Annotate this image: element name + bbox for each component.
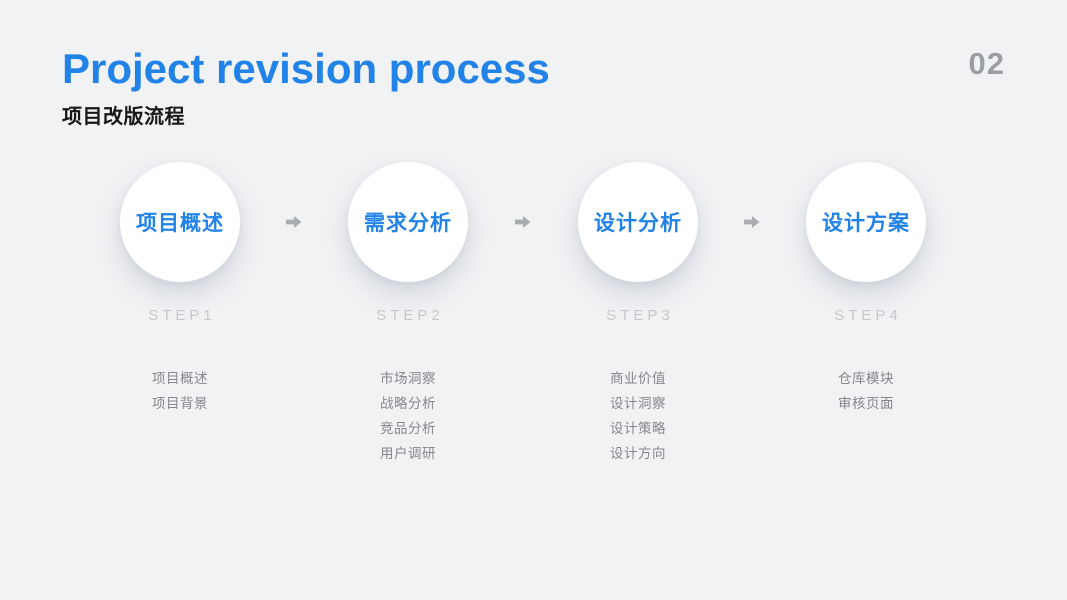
arrow-right-icon: [744, 216, 760, 228]
step-circle-3-label: 设计分析: [594, 212, 682, 235]
step-item: 仓库模块: [838, 371, 894, 386]
step-1-number-label: STEP1: [148, 307, 216, 324]
step-column-3: 设计分析 STEP3 商业价值 设计洞察 设计策略 设计方向: [558, 162, 718, 466]
step-3-number-label: STEP3: [606, 307, 674, 324]
step-4-item-list: 仓库模块 审核页面: [786, 366, 946, 416]
step-circle-1: 项目概述: [120, 162, 240, 282]
step-column-1: 项目概述 STEP1 项目概述 项目背景: [100, 162, 260, 416]
arrow-right-icon: [515, 216, 531, 228]
step-3-item-list: 商业价值 设计洞察 设计策略 设计方向: [558, 366, 718, 466]
step-circle-4: 设计方案: [806, 162, 926, 282]
step-circle-4-label: 设计方案: [822, 212, 910, 235]
step-item: 设计洞察: [610, 396, 666, 411]
step-circle-3: 设计分析: [578, 162, 698, 282]
page-number: 02: [968, 46, 1005, 81]
arrow-right-icon: [286, 216, 302, 228]
step-circle-2: 需求分析: [348, 162, 468, 282]
step-circle-1-label: 项目概述: [136, 212, 224, 235]
step-item: 设计方向: [610, 446, 666, 461]
step-2-number-label: STEP2: [376, 307, 444, 324]
step-item: 项目概述: [152, 371, 208, 386]
step-item: 项目背景: [152, 396, 208, 411]
step-item: 战略分析: [380, 396, 436, 411]
step-2-item-list: 市场洞察 战略分析 竞品分析 用户调研: [328, 366, 488, 466]
step-column-4: 设计方案 STEP4 仓库模块 审核页面: [786, 162, 946, 416]
step-item: 设计策略: [610, 421, 666, 436]
step-item: 市场洞察: [380, 371, 436, 386]
step-4-number-label: STEP4: [834, 307, 902, 324]
step-1-item-list: 项目概述 项目背景: [100, 366, 260, 416]
step-item: 竞品分析: [380, 421, 436, 436]
step-item: 审核页面: [838, 396, 894, 411]
page-subtitle: 项目改版流程: [62, 106, 185, 128]
step-column-2: 需求分析 STEP2 市场洞察 战略分析 竞品分析 用户调研: [328, 162, 488, 466]
page-title: Project revision process: [62, 45, 550, 92]
step-item: 商业价值: [610, 371, 666, 386]
step-circle-2-label: 需求分析: [364, 212, 452, 235]
step-item: 用户调研: [380, 446, 436, 461]
